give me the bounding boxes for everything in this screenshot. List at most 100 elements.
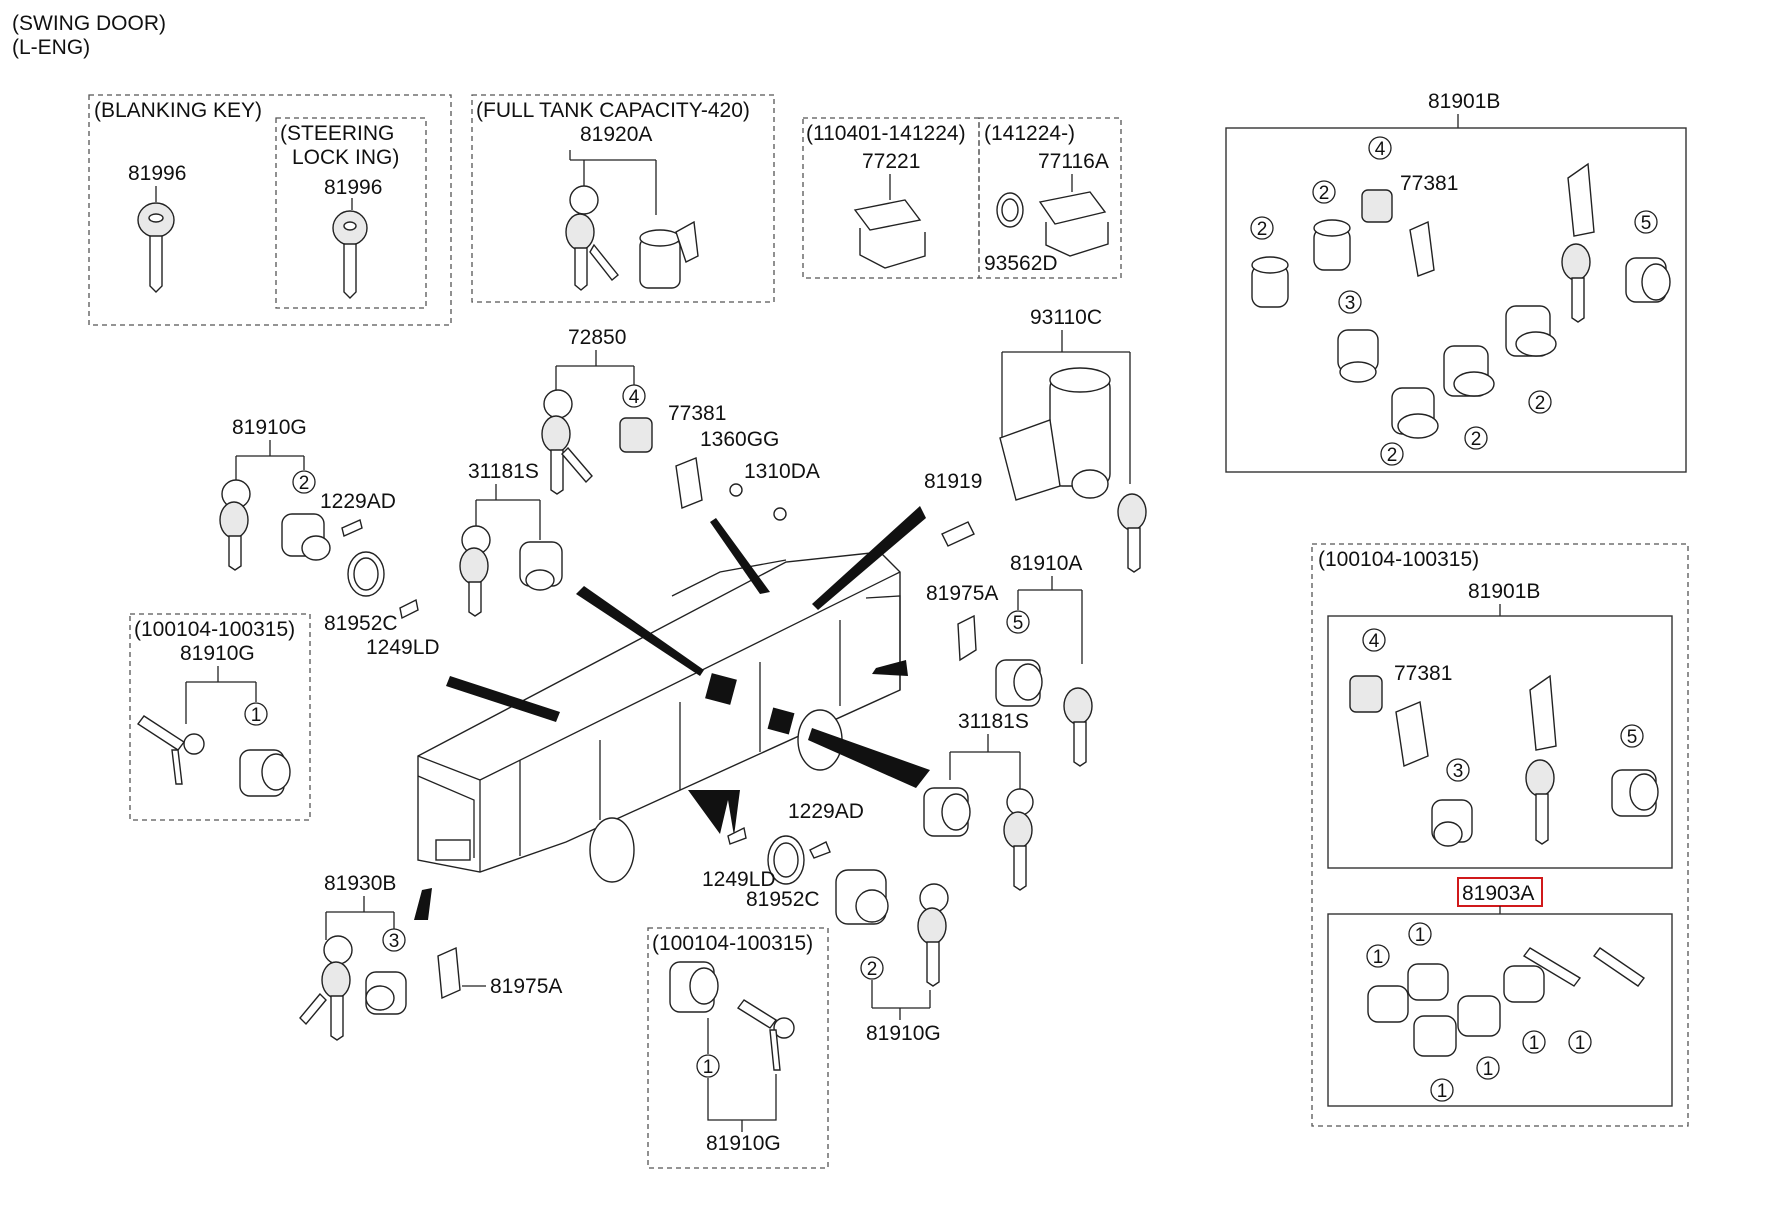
lock-81910G-bottom-icon[interactable] <box>835 869 949 987</box>
callout-1-k4: 1 <box>1476 1056 1500 1080</box>
svg-text:2: 2 <box>1387 445 1398 466</box>
full-tank-box <box>471 94 775 303</box>
part-81910G-left[interactable]: 81910G <box>232 416 307 439</box>
screw-1249LD-bottom-icon[interactable] <box>727 826 747 845</box>
part-81920A[interactable]: 81920A <box>580 123 652 146</box>
callout-4-lr: 4 <box>1362 628 1386 652</box>
part-31181S-mid[interactable]: 31181S <box>958 710 1029 733</box>
lock-81910G-bottombox-icon[interactable] <box>669 961 795 1071</box>
svg-text:4: 4 <box>1369 631 1380 652</box>
part-1249LD-bottom[interactable]: 1249LD <box>702 868 776 891</box>
clip-81975A-bottom-icon[interactable] <box>437 946 461 1000</box>
callout-3-tr: 3 <box>1338 290 1362 314</box>
part-1229AD-bottom[interactable]: 1229AD <box>788 800 864 823</box>
lock-81910G-leftbox-icon[interactable] <box>136 715 291 797</box>
nut-1360GG-icon[interactable] <box>729 483 743 497</box>
part-81952C-bottom[interactable]: 81952C <box>746 888 820 911</box>
svg-text:2: 2 <box>1535 393 1546 414</box>
svg-text:1: 1 <box>703 1057 714 1078</box>
svg-text:1: 1 <box>1483 1059 1494 1080</box>
svg-text:5: 5 <box>1013 613 1024 634</box>
lock-cylinders-top-kit[interactable] <box>1251 162 1671 439</box>
lock-81910G-left-icon[interactable] <box>219 479 331 571</box>
lock-81930B-icon[interactable] <box>299 935 407 1041</box>
part-77221[interactable]: 77221 <box>862 150 920 173</box>
callout-1-bottombox: 1 <box>696 1054 720 1078</box>
part-77381-center[interactable]: 77381 <box>668 402 726 425</box>
part-1310DA[interactable]: 1310DA <box>744 460 820 483</box>
callout-2-tr-a: 2 <box>1250 216 1274 240</box>
svg-text:1: 1 <box>1437 1081 1448 1102</box>
fuel-cylinder-icon[interactable] <box>639 220 699 289</box>
callout-1-k2: 1 <box>1408 922 1432 946</box>
callout-1-leftbox: 1 <box>244 702 268 726</box>
callout-4-center: 4 <box>622 384 646 408</box>
keys-72850-icon[interactable] <box>541 389 653 495</box>
part-81910G-left-box[interactable]: 81910G <box>180 642 255 665</box>
part-81975A-bottom[interactable]: 81975A <box>490 975 562 998</box>
nut-1310DA-icon[interactable] <box>773 507 787 521</box>
callout-2-tr-b: 2 <box>1312 180 1336 204</box>
screw-1229AD-left-icon[interactable] <box>341 519 363 537</box>
screw-1249LD-left-icon[interactable] <box>399 598 419 620</box>
part-81919[interactable]: 81919 <box>924 470 982 493</box>
svg-text:3: 3 <box>1453 761 1464 782</box>
part-77116A[interactable]: 77116A <box>1038 150 1109 173</box>
header-swing-door: (SWING DOOR) <box>12 12 166 35</box>
part-1249LD-left[interactable]: 1249LD <box>366 636 440 659</box>
svg-text:5: 5 <box>1641 213 1652 234</box>
steering-key-icon[interactable] <box>332 210 368 299</box>
part-93562D[interactable]: 93562D <box>984 252 1058 275</box>
svg-text:2: 2 <box>1471 429 1482 450</box>
part-1229AD-left[interactable]: 1229AD <box>320 490 396 513</box>
part-77381-lower[interactable]: 77381 <box>1394 662 1452 685</box>
svg-text:4: 4 <box>629 387 640 408</box>
callout-2-left: 2 <box>292 470 316 494</box>
left-range-box <box>129 613 311 821</box>
screw-81919-icon[interactable] <box>941 521 975 547</box>
svg-text:2: 2 <box>1257 219 1268 240</box>
part-81975A-mid[interactable]: 81975A <box>926 582 998 605</box>
lock-31181S-top-icon[interactable] <box>459 525 563 617</box>
lock-31181S-mid-icon[interactable] <box>923 787 1034 891</box>
kit-81901B-top-label[interactable]: 81901B <box>1428 90 1500 113</box>
part-93110C[interactable]: 93110C <box>1030 306 1102 329</box>
right-range-title: (100104-100315) <box>1318 548 1479 571</box>
bracket-77116A-icon[interactable] <box>1038 191 1109 257</box>
part-81903A-highlighted[interactable]: 81903A <box>1462 882 1534 905</box>
callout-1-k1: 1 <box>1366 944 1390 968</box>
clip-81975A-mid-icon[interactable] <box>957 614 977 662</box>
lock-parts-lower-kit[interactable] <box>1349 674 1659 847</box>
part-81952C-left[interactable]: 81952C <box>324 612 398 635</box>
blanking-key-title: (BLANKING KEY) <box>94 99 262 122</box>
fuel-keys-icon[interactable] <box>565 185 619 291</box>
part-81910G-bottom[interactable]: 81910G <box>866 1022 941 1045</box>
kit-81901B-lower-label[interactable]: 81901B <box>1468 580 1540 603</box>
part-31181S-top[interactable]: 31181S <box>468 460 539 483</box>
ignition-switch-icon[interactable] <box>999 367 1147 573</box>
callout-5-center: 5 <box>1006 610 1030 634</box>
part-81910G-bottombox[interactable]: 81910G <box>706 1132 781 1155</box>
part-72850[interactable]: 72850 <box>568 326 626 349</box>
bracket-77221-icon[interactable] <box>853 199 926 269</box>
part-81910A[interactable]: 81910A <box>1010 552 1082 575</box>
lock-81910A-icon[interactable] <box>995 659 1093 767</box>
blank-key-icon[interactable] <box>137 202 175 293</box>
part-81996-blank[interactable]: 81996 <box>128 162 186 185</box>
screw-1229AD-bottom-icon[interactable] <box>809 841 831 859</box>
clip-77381-center-icon[interactable] <box>675 457 703 509</box>
part-81996-steering[interactable]: 81996 <box>324 176 382 199</box>
svg-text:4: 4 <box>1375 139 1386 160</box>
steering-lock-title-2: LOCK ING) <box>292 146 399 169</box>
kit-81901B-top-box <box>1225 127 1687 473</box>
part-81930B[interactable]: 81930B <box>324 872 396 895</box>
svg-text:1: 1 <box>1415 925 1426 946</box>
kit-81903A-box <box>1327 913 1673 1107</box>
header-l-eng: (L-ENG) <box>12 36 90 59</box>
callout-2-tr-e: 2 <box>1380 442 1404 466</box>
svg-text:3: 3 <box>1345 293 1356 314</box>
part-77381-top[interactable]: 77381 <box>1400 172 1458 195</box>
part-1360GG[interactable]: 1360GG <box>700 428 779 451</box>
lock-cylinders-81903A[interactable] <box>1367 947 1645 1057</box>
